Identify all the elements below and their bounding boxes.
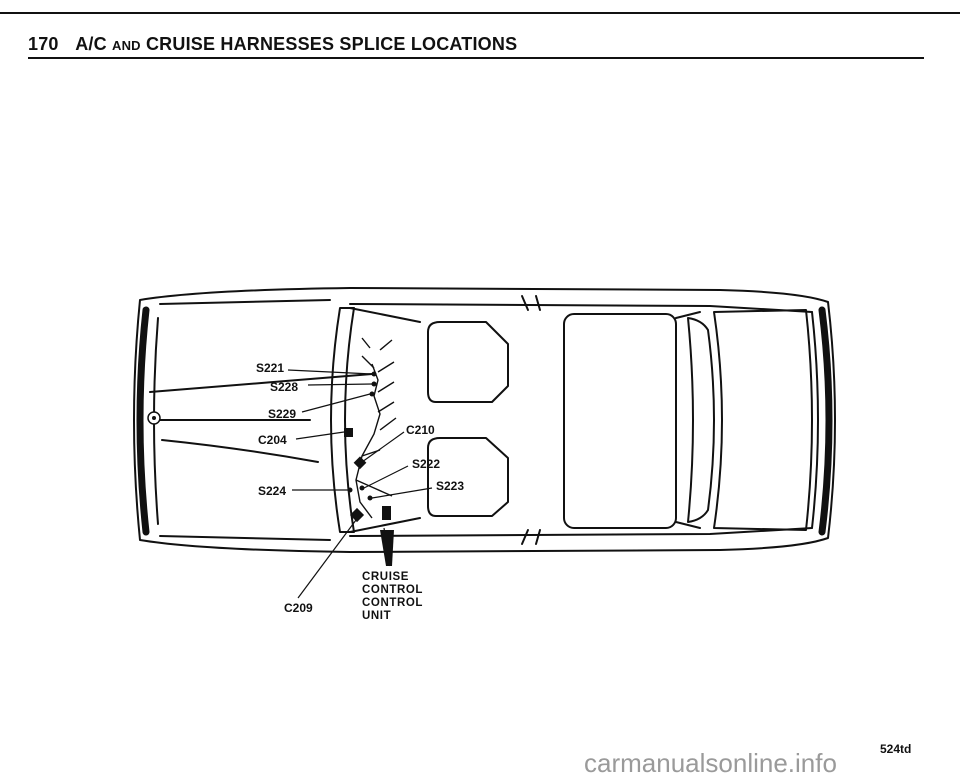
front-bumper: [136, 306, 150, 536]
label-c210: C210: [406, 423, 435, 437]
splice-s229: [369, 391, 375, 397]
rear-bumper-inner: [811, 311, 819, 529]
leader-s228: [307, 383, 373, 386]
leader-c210: [361, 431, 405, 463]
rear-bumper: [818, 306, 833, 536]
front-seat-bottom: [427, 437, 509, 517]
hood-top-edge: [159, 299, 331, 305]
header-rule: [28, 57, 924, 59]
cruise-caption-line4: UNIT: [362, 610, 391, 622]
rear-deck: [713, 309, 813, 531]
figure-code: 524td: [880, 742, 912, 756]
connector-c204: [344, 428, 353, 437]
cruise-unit-connector: [382, 506, 391, 520]
label-s229: S229: [268, 407, 296, 421]
rear-door-line: [675, 311, 701, 529]
label-s224: S224: [258, 484, 286, 498]
connector-c209: [349, 507, 365, 523]
leader-c204: [295, 431, 345, 440]
cruise-unit-pointer: [380, 530, 394, 566]
splice-s223: [367, 495, 373, 501]
hood-crease-1: [161, 439, 319, 463]
cruise-caption-line1: CRUISE: [362, 571, 409, 583]
dash-outline: [349, 307, 421, 533]
label-s223: S223: [436, 479, 464, 493]
splice-s221: [371, 371, 377, 377]
page-number: 170: [28, 34, 59, 54]
harness-wire-3: [361, 337, 375, 369]
leader-c209: [297, 519, 357, 599]
splice-s222: [359, 485, 365, 491]
leader-s221: [287, 369, 373, 375]
label-s228: S228: [270, 380, 298, 394]
label-s221: S221: [256, 361, 284, 375]
b-pillar-bottom: [521, 529, 541, 545]
windshield-outline: [330, 307, 355, 533]
leader-s222: [363, 465, 409, 489]
car-body-outline: [133, 287, 836, 553]
front-seat-top: [427, 321, 509, 403]
leader-s223: [371, 487, 433, 499]
splice-s224: [347, 487, 353, 493]
connector-c210: [353, 456, 367, 470]
top-rule: [0, 12, 960, 14]
b-pillar-top: [521, 295, 541, 311]
rear-window: [687, 317, 715, 523]
label-c204: C204: [258, 433, 287, 447]
leader-s229: [301, 393, 371, 413]
cruise-caption-line3: CONTROL: [362, 597, 423, 609]
title-part2: CRUISE HARNESSES SPLICE LOCATIONS: [145, 34, 518, 54]
harness-main: [149, 373, 373, 393]
harness-wire-1: [355, 363, 381, 519]
rear-seat: [563, 313, 677, 529]
watermark: carmanualsonline.info: [584, 748, 837, 778]
hood-bottom-edge: [159, 535, 331, 541]
page-header: 170 A/C AND CRUISE HARNESSES SPLICE LOCA…: [28, 34, 517, 55]
label-s222: S222: [412, 457, 440, 471]
splice-s228: [371, 381, 377, 387]
harness-wire-2: [377, 339, 397, 431]
title-and: AND: [112, 38, 141, 53]
title-part1: A/C: [75, 34, 107, 54]
cruise-caption-line2: CONTROL: [362, 584, 423, 596]
label-c209: C209: [284, 601, 313, 615]
